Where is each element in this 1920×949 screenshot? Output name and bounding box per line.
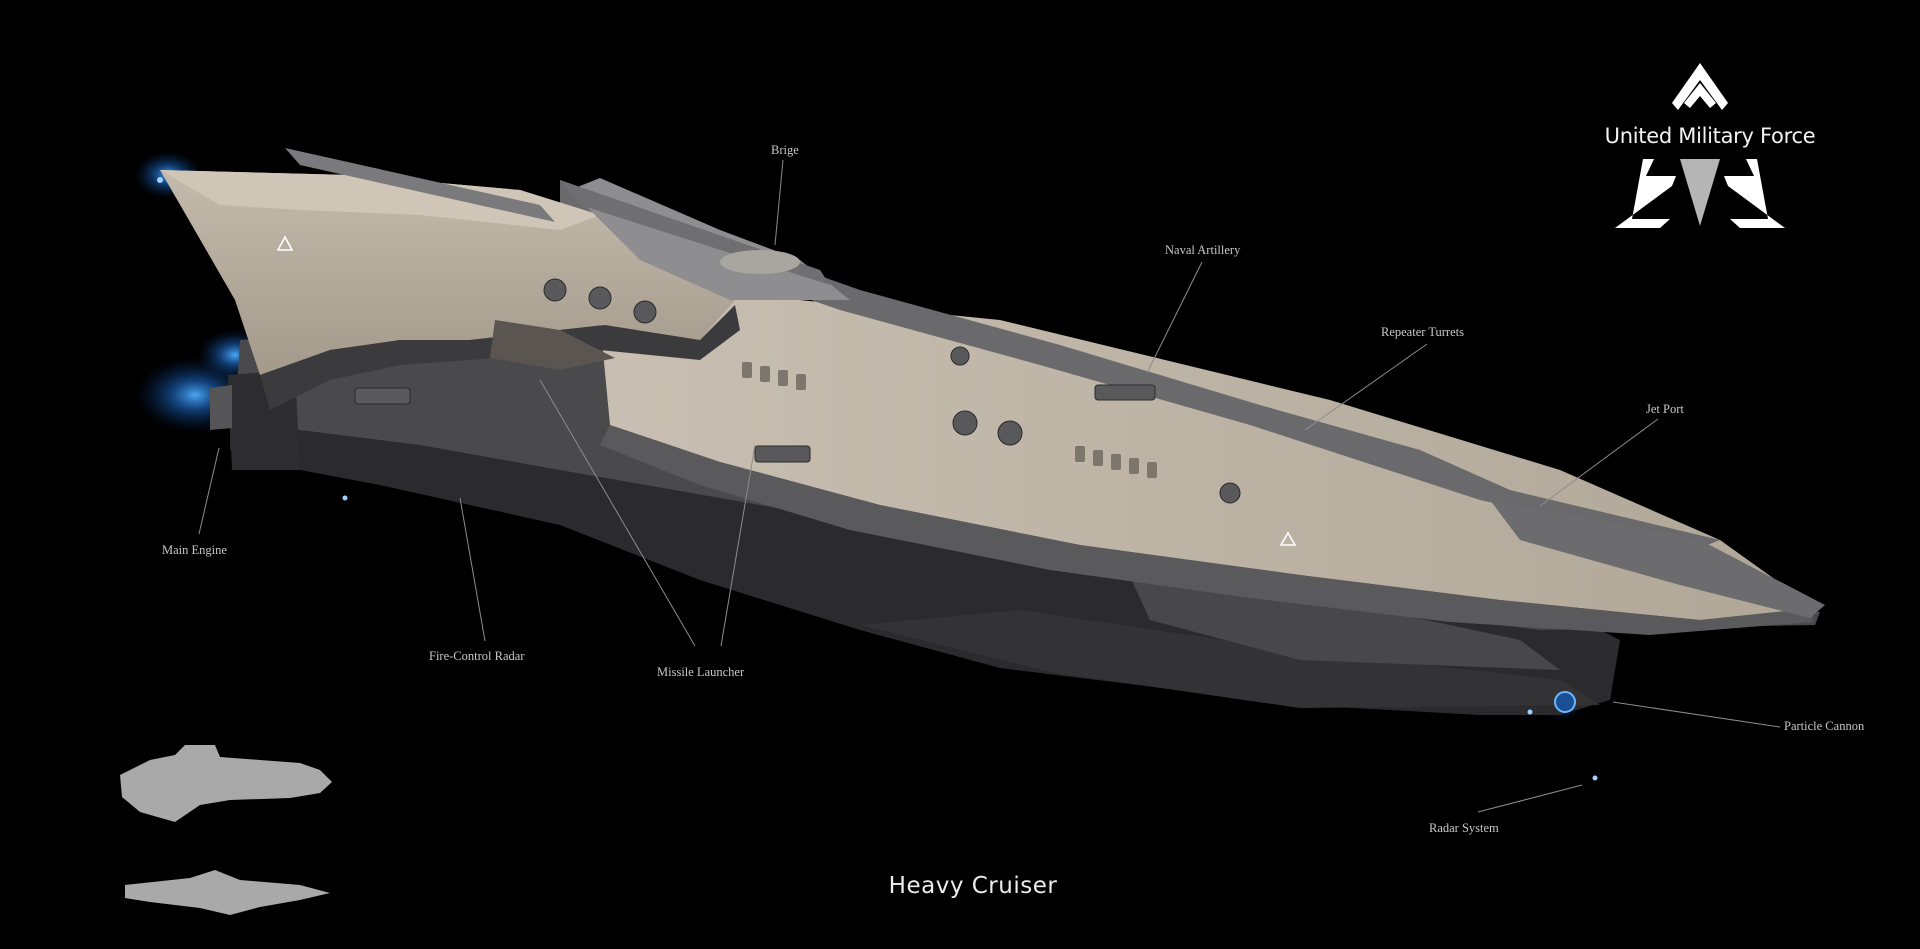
silhouette-side-view xyxy=(125,870,330,915)
turrets xyxy=(354,278,1241,504)
deck-hatches xyxy=(742,362,1157,478)
callout-jet-port: Jet Port xyxy=(1646,402,1684,416)
lower-fin xyxy=(860,610,1600,708)
hull-lights xyxy=(157,177,1598,781)
callout-main-engine: Main Engine xyxy=(162,543,227,557)
ship-silhouettes xyxy=(120,745,332,915)
spine-ridge xyxy=(560,180,1720,548)
emblem-mark-icon xyxy=(1615,63,1785,228)
hull-insignia-icon xyxy=(276,235,1297,546)
ship-class-title: Heavy Cruiser xyxy=(888,873,1058,899)
callout-radar-system: Radar System xyxy=(1429,821,1499,835)
callout-fire-control-radar: Fire-Control Radar xyxy=(429,649,525,663)
particle-cannon-emitter xyxy=(1554,691,1576,713)
callout-particle-cannon: Particle Cannon xyxy=(1784,719,1865,733)
bridge-dome xyxy=(720,250,800,274)
org-name: United Military Force xyxy=(1604,124,1816,148)
engine-nozzle xyxy=(210,385,232,430)
prow xyxy=(1490,500,1825,618)
callout-repeater-turrets: Repeater Turrets xyxy=(1381,325,1464,339)
missile-bay xyxy=(490,320,615,370)
callout-leaders xyxy=(198,159,1781,813)
silhouette-top-view xyxy=(120,745,332,822)
heavy-cruiser-ship xyxy=(157,148,1825,781)
callout-missile-launcher: Missile Launcher xyxy=(657,665,745,679)
top-fin-left xyxy=(285,148,555,222)
rear-hull-top xyxy=(160,170,600,230)
forward-deck xyxy=(600,290,1815,620)
rear-upper-hull xyxy=(160,170,735,375)
callout-naval-artillery: Naval Artillery xyxy=(1165,243,1241,257)
callout-bridge: Brige xyxy=(771,143,799,157)
